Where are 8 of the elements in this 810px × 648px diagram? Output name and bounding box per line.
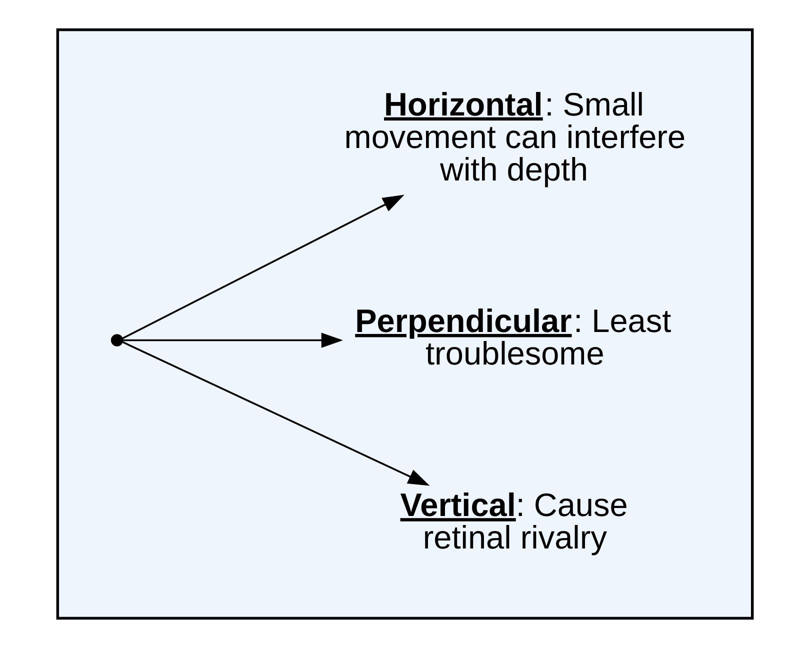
cluster: [56, 28, 754, 620]
arrow: [122, 332, 344, 348]
node-point: [110, 334, 124, 346]
arrow: [122, 194, 404, 340]
node-text: Perpendicular: Least troublesome: [355, 302, 672, 372]
node-text: Vertical: Cause retinal rivalry: [400, 487, 628, 556]
arrow: [122, 341, 430, 486]
node-text: Horizontal: Small movement can interfere with depth: [344, 86, 686, 188]
